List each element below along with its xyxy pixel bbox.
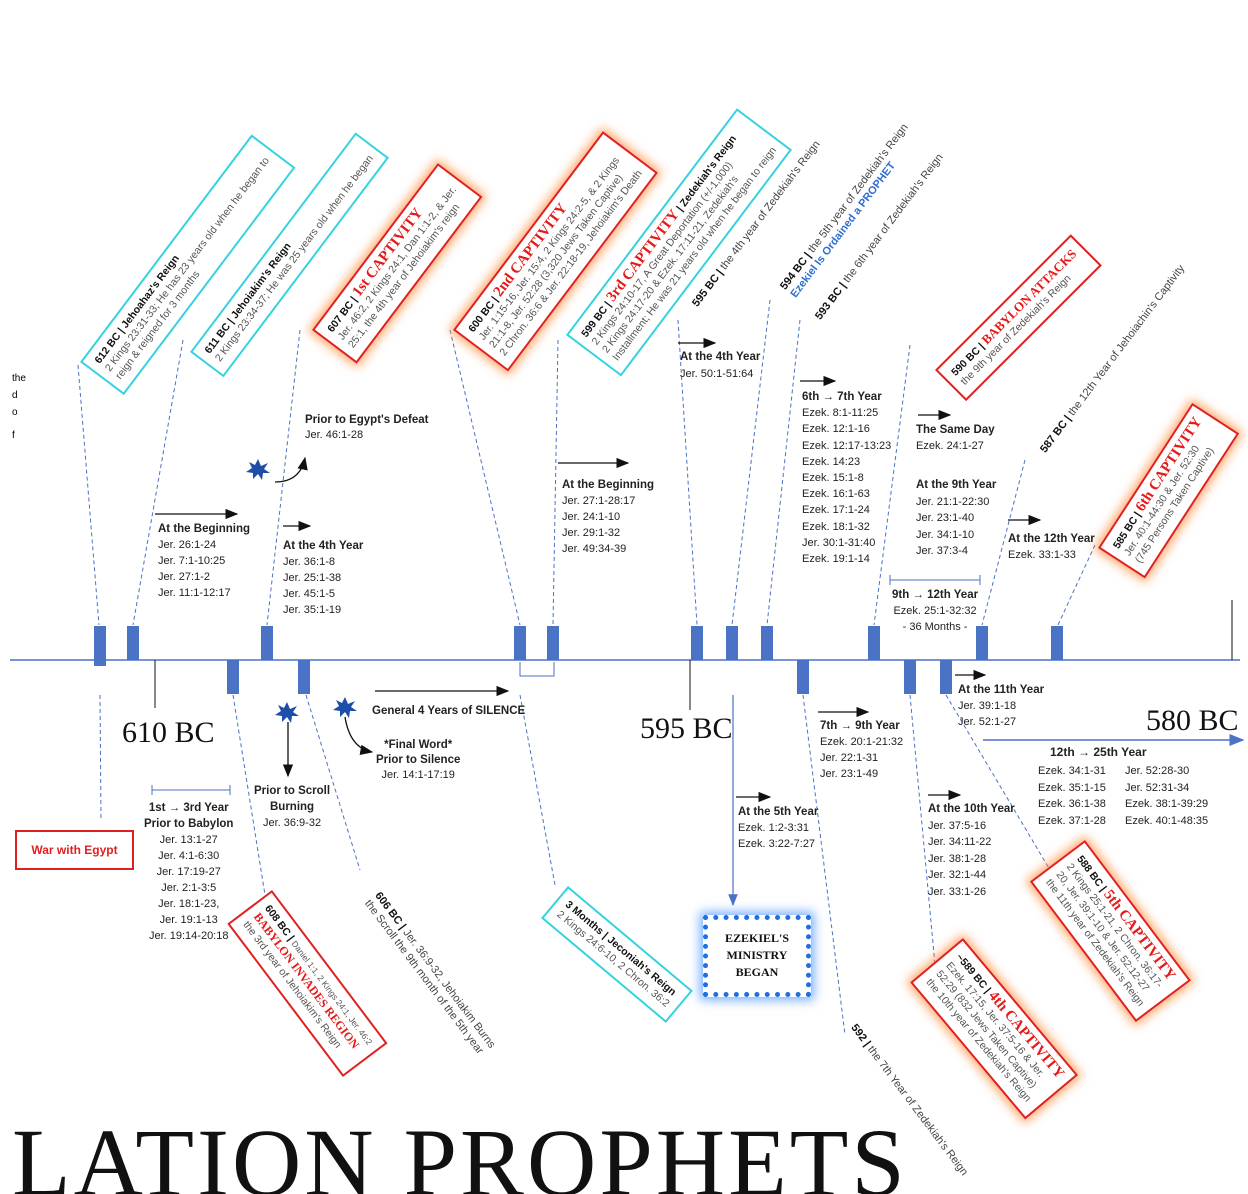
timeline-marker	[127, 626, 139, 660]
7th-9th-year: 7th → 9th Year Ezek. 20:1-21:32 Jer. 22:…	[820, 720, 904, 780]
at-5th-year: At the 5th Year Ezek. 1:2-3:31 Ezek. 3:2…	[738, 806, 819, 850]
at-beginning-1: At the Beginning Jer. 26:1-24 Jer. 7:1-1…	[158, 523, 250, 599]
page-title: LATION PROPHETS	[12, 1109, 908, 1194]
timeline-marker	[514, 626, 526, 660]
same-day: The Same Day Ezek. 24:1-27	[916, 424, 995, 452]
at-12th-year: At the 12th Year Ezek. 33:1-33	[1008, 533, 1095, 561]
at-beginning-2: At the Beginning Jer. 27:1-28:17 Jer. 24…	[562, 479, 654, 555]
year-label-610: 610 BC	[122, 716, 215, 749]
timeline-marker	[261, 626, 273, 660]
12th-25th-col2: Jer. 52:28-30 Jer. 52:31-34 Ezek. 38:1-3…	[1125, 765, 1209, 827]
final-word: *Final Word* Prior to Silence Jer. 14:1-…	[376, 739, 461, 781]
prior-egypt-defeat: Prior to Egypt's Defeat Jer. 46:1-28	[305, 414, 429, 441]
at-9th-year: At the 9th Year Jer. 21:1-22:30 Jer. 23:…	[916, 479, 997, 557]
at-4th-year-1: At the 4th Year Jer. 36:1-8 Jer. 25:1-38…	[283, 540, 364, 616]
12th-25th-year-header: 12th → 25th Year	[1050, 745, 1147, 759]
year-label-580: 580 BC	[1146, 704, 1239, 737]
year-label-595: 595 BC	[640, 712, 733, 745]
12th-25th-col1: Ezek. 34:1-31 Ezek. 35:1-15 Ezek. 36:1-3…	[1038, 765, 1106, 827]
timeline-marker	[691, 626, 703, 660]
6th-7th-year: 6th → 7th Year Ezek. 8:1-11:25 Ezek. 12:…	[802, 391, 892, 566]
timeline-marker	[298, 660, 310, 694]
at-11th-year: At the 11th Year Jer. 39:1-18 Jer. 52:1-…	[958, 684, 1045, 728]
timeline-marker	[94, 626, 106, 666]
timeline-marker	[761, 626, 773, 660]
timeline-marker	[1051, 626, 1063, 660]
1st-3rd-year: 1st → 3rd Year Prior to Babylon Jer. 13:…	[144, 802, 234, 942]
silence-label: General 4 Years of SILENCE	[372, 705, 526, 717]
at-4th-year-2: At the 4th Year Jer. 50:1-51:64	[680, 351, 761, 380]
year-ticks	[154, 600, 1233, 710]
timeline-marker	[904, 660, 916, 694]
timeline-marker	[726, 626, 738, 660]
star-icons	[246, 459, 357, 723]
timeline-marker	[547, 626, 559, 660]
at-10th-year: At the 10th Year Jer. 37:5-16 Jer. 34:11…	[928, 803, 1015, 898]
9th-12th-year: 9th → 12th Year Ezek. 25:1-32:32 - 36 Mo…	[892, 589, 979, 633]
prior-scroll-burning: Prior to Scroll Burning Jer. 36:9-32	[254, 785, 331, 829]
timeline-marker	[940, 660, 952, 694]
connector-lines	[77, 299, 1096, 1036]
timeline-marker	[797, 660, 809, 694]
war-with-egypt-box: War with Egypt	[15, 830, 134, 870]
timeline-marker	[976, 626, 988, 660]
arrows	[155, 337, 1042, 803]
timeline-marker	[868, 626, 880, 660]
timeline-marker	[227, 660, 239, 694]
